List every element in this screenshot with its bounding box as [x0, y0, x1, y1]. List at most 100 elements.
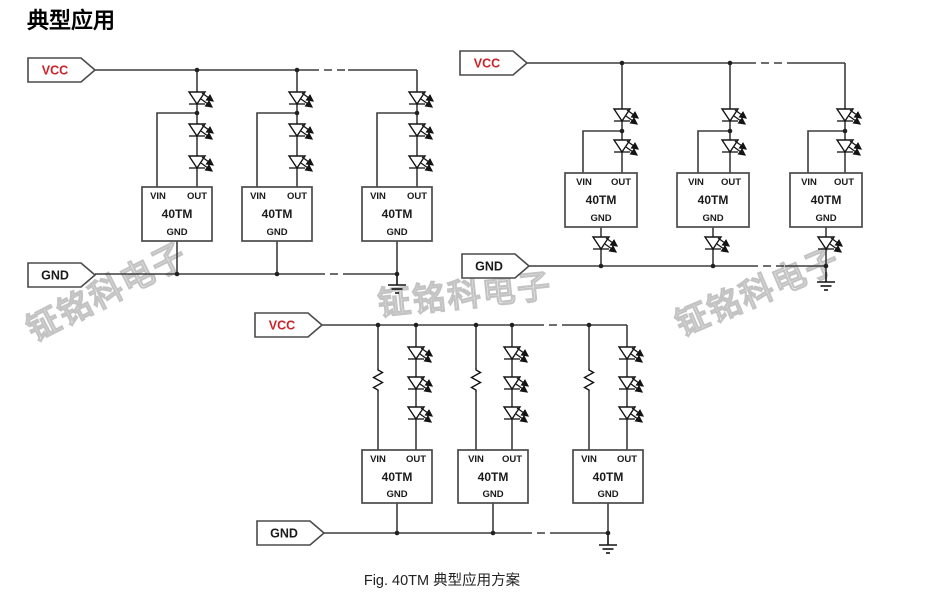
circuit-1-wires	[95, 69, 418, 275]
pin-label-gnd: GND	[815, 213, 836, 224]
vcc-net-label: VCC	[474, 57, 500, 71]
chip-name: 40TM	[698, 193, 729, 207]
led-icon	[189, 92, 213, 107]
led-icon	[409, 124, 433, 139]
junction-dots	[375, 322, 611, 536]
pin-label-gnd: GND	[166, 227, 187, 238]
led-icon	[619, 407, 643, 422]
circuit-1-top-left: VCC GND VIN OUT 40TM GND VIN OUT 40TM GN…	[27, 57, 433, 294]
earth-ground-icon	[598, 534, 618, 554]
junction-dots	[598, 60, 848, 269]
chip-name: 40TM	[811, 193, 842, 207]
pin-label-vin: VIN	[370, 191, 386, 202]
pin-label-gnd: GND	[386, 227, 407, 238]
vcc-net-label: VCC	[269, 319, 295, 333]
pin-label-vin: VIN	[150, 191, 166, 202]
pin-label-gnd: GND	[482, 489, 503, 500]
chip-40tm: VIN OUT 40TM GND	[361, 186, 433, 242]
chip-body	[572, 449, 644, 504]
chip-body	[564, 172, 638, 228]
led-icon	[409, 92, 433, 107]
pin-label-out: OUT	[502, 454, 522, 465]
resistor-icon	[470, 367, 482, 393]
chip-40tm: VIN OUT 40TM GND	[457, 449, 529, 504]
pin-label-out: OUT	[407, 191, 427, 202]
page-title: 典型应用	[27, 8, 115, 33]
watermark-text: 钲铭科电子	[20, 236, 193, 348]
led-icon	[722, 140, 746, 155]
led-icon	[614, 109, 638, 124]
circuit-1-dashed-rail	[311, 69, 350, 275]
led-icon	[837, 140, 861, 155]
chip-body	[457, 449, 529, 504]
junction-dots	[174, 67, 420, 277]
chip-40tm: VIN OUT 40TM GND	[564, 172, 638, 228]
pin-label-gnd: GND	[590, 213, 611, 224]
led-icon	[837, 109, 861, 124]
pin-label-out: OUT	[834, 177, 854, 188]
led-icon	[619, 347, 643, 362]
gnd-net-label: GND	[475, 260, 503, 274]
circuit-3-dashed-rail	[524, 324, 569, 534]
led-icon	[504, 377, 528, 392]
chip-name: 40TM	[586, 193, 617, 207]
chip-body	[676, 172, 750, 228]
led-icon	[593, 237, 617, 252]
led-icon	[504, 347, 528, 362]
pin-label-vin: VIN	[370, 454, 386, 465]
pin-label-out: OUT	[721, 177, 741, 188]
pin-label-vin: VIN	[468, 454, 484, 465]
resistor-icon	[372, 367, 384, 393]
led-icon	[289, 124, 313, 139]
led-icon	[289, 92, 313, 107]
chip-body	[141, 186, 213, 242]
chip-body	[241, 186, 313, 242]
resistor-icon	[583, 367, 595, 393]
led-icon	[614, 140, 638, 155]
circuit-2-wires	[527, 62, 846, 272]
chip-40tm: VIN OUT 40TM GND	[676, 172, 750, 228]
chip-40tm: VIN OUT 40TM GND	[141, 186, 213, 242]
chip-name: 40TM	[382, 470, 413, 484]
pin-label-out: OUT	[187, 191, 207, 202]
vcc-net-label: VCC	[42, 64, 68, 78]
pin-label-vin: VIN	[801, 177, 817, 188]
chip-name: 40TM	[262, 207, 293, 221]
pin-label-out: OUT	[617, 454, 637, 465]
led-icon	[619, 377, 643, 392]
pin-label-out: OUT	[611, 177, 631, 188]
chip-name: 40TM	[593, 470, 624, 484]
chip-40tm: VIN OUT 40TM GND	[572, 449, 644, 504]
chip-40tm: VIN OUT 40TM GND	[789, 172, 863, 228]
led-icon	[408, 407, 432, 422]
figure-caption: Fig. 40TM 典型应用方案	[364, 571, 521, 589]
gnd-net-label: GND	[270, 527, 298, 541]
circuit-3-bottom-center: VCC GND VIN OUT 40TM GND VIN OUT 40TM GN…	[254, 312, 644, 554]
led-icon	[408, 347, 432, 362]
chip-name: 40TM	[162, 207, 193, 221]
pin-label-gnd: GND	[386, 489, 407, 500]
chip-40tm: VIN OUT 40TM GND	[241, 186, 313, 242]
led-icon	[289, 156, 313, 171]
led-icon	[408, 377, 432, 392]
chip-name: 40TM	[382, 207, 413, 221]
chip-body	[789, 172, 863, 228]
chip-body	[361, 186, 433, 242]
led-icon	[722, 109, 746, 124]
chip-name: 40TM	[478, 470, 509, 484]
watermark-text: 钲铭科电子	[670, 240, 846, 342]
pin-label-vin: VIN	[576, 177, 592, 188]
led-icon	[189, 124, 213, 139]
circuit-2-top-right: VCC GND VIN OUT 40TM GND VIN OUT 40TM GN…	[459, 50, 863, 291]
pin-label-vin: VIN	[581, 454, 597, 465]
pin-label-out: OUT	[406, 454, 426, 465]
led-icon	[409, 156, 433, 171]
circuit-2-dashed-rail	[748, 62, 791, 267]
pin-label-vin: VIN	[250, 191, 266, 202]
led-icon	[705, 237, 729, 252]
chip-40tm: VIN OUT 40TM GND	[361, 449, 433, 504]
pin-label-out: OUT	[287, 191, 307, 202]
pin-label-gnd: GND	[702, 213, 723, 224]
